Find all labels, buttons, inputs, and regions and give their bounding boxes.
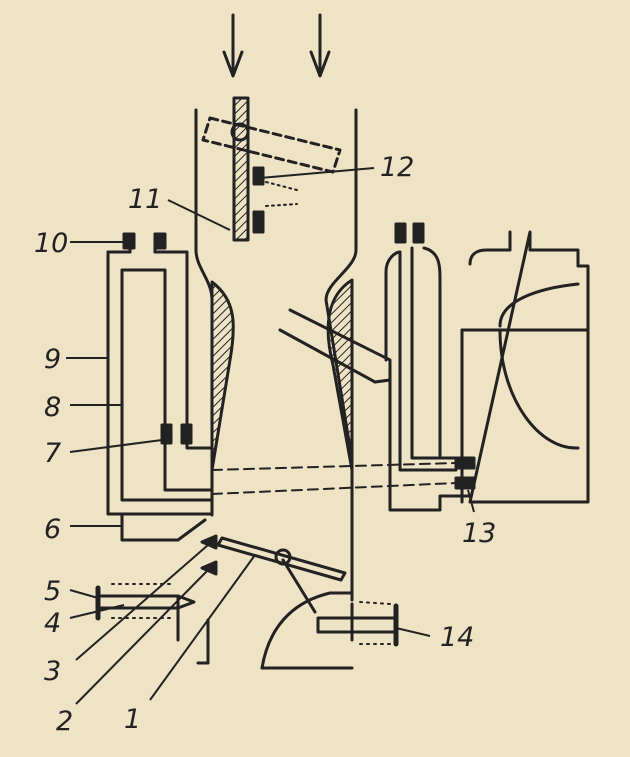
label-12: 12 (380, 152, 414, 183)
duct-left-wall (194, 108, 214, 517)
throttle-plate (216, 536, 347, 582)
label-3: 3 (44, 656, 61, 687)
jet-13-lower (454, 476, 476, 490)
label-10: 10 (34, 228, 68, 259)
tube-8 (120, 268, 214, 502)
label-5: 5 (44, 576, 61, 607)
choke-flap-open-position (201, 116, 342, 174)
label-1: 1 (124, 704, 141, 735)
label-13: 13 (462, 518, 496, 549)
label-14: 14 (440, 622, 474, 653)
label-8: 8 (44, 392, 61, 423)
label-7: 7 (44, 438, 61, 469)
tube-9 (106, 250, 214, 516)
venturi-right (326, 278, 354, 472)
air-inlet-arrow-right (309, 13, 331, 78)
jet-7-right (180, 423, 193, 445)
label-4: 4 (44, 608, 61, 639)
air-inlet-arrow-left (222, 13, 244, 78)
label-9: 9 (44, 344, 61, 375)
label-6: 6 (44, 514, 61, 545)
float-chamber (468, 230, 590, 504)
label-11: 11 (128, 184, 162, 215)
choke-flap (232, 96, 250, 242)
pump-14 (316, 616, 398, 634)
jet-13-upper (454, 456, 476, 470)
duct-right-wall (324, 108, 358, 602)
chamber-6 (120, 512, 180, 542)
venturi-left (210, 280, 235, 472)
label-2: 2 (56, 706, 73, 737)
jet-7-left (160, 423, 173, 445)
